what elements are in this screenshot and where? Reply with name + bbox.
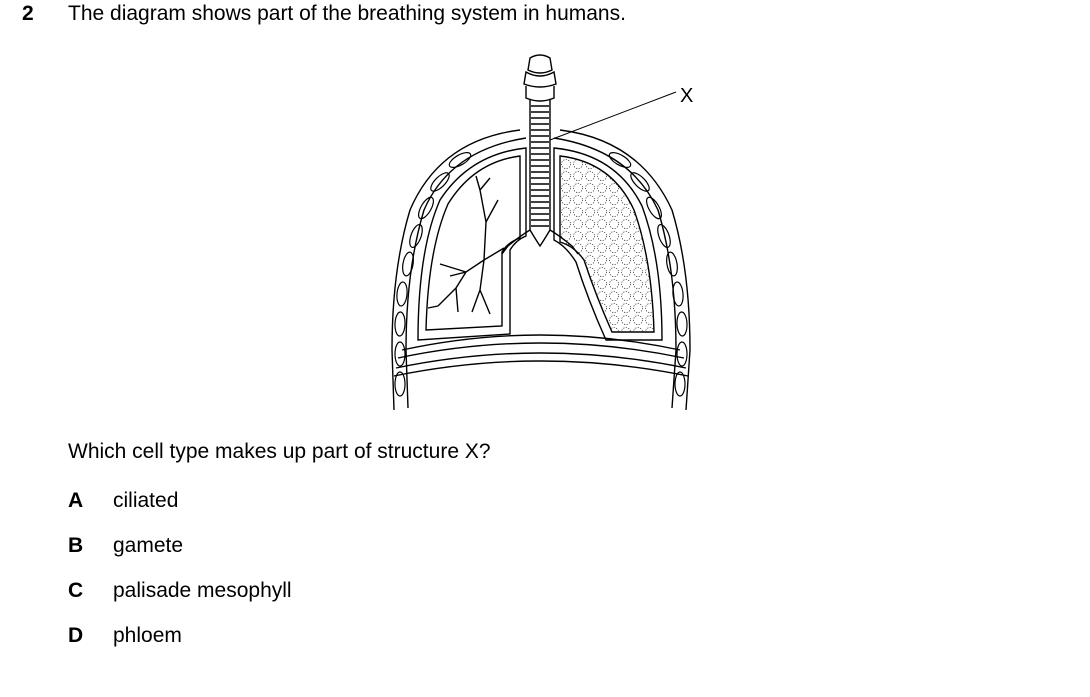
option-d[interactable]: D phloem <box>68 624 182 648</box>
option-letter: A <box>68 489 113 513</box>
option-b[interactable]: B gamete <box>68 534 183 558</box>
option-c[interactable]: C palisade mesophyll <box>68 579 292 603</box>
question-prompt: Which cell type makes up part of structu… <box>68 440 491 464</box>
option-text: gamete <box>113 534 183 558</box>
question-number: 2 <box>22 2 34 26</box>
option-letter: D <box>68 624 113 648</box>
question-text: The diagram shows part of the breathing … <box>68 2 626 26</box>
breathing-system-diagram: X <box>380 50 710 420</box>
option-letter: B <box>68 534 113 558</box>
diaphragm <box>394 335 688 376</box>
option-a[interactable]: A ciliated <box>68 489 178 513</box>
option-letter: C <box>68 579 113 603</box>
svg-text:X: X <box>680 85 693 107</box>
right-lung <box>554 148 662 340</box>
option-text: phloem <box>113 624 182 648</box>
larynx <box>524 55 556 101</box>
left-lung <box>418 148 526 340</box>
option-text: palisade mesophyll <box>113 579 292 603</box>
option-text: ciliated <box>113 489 178 513</box>
